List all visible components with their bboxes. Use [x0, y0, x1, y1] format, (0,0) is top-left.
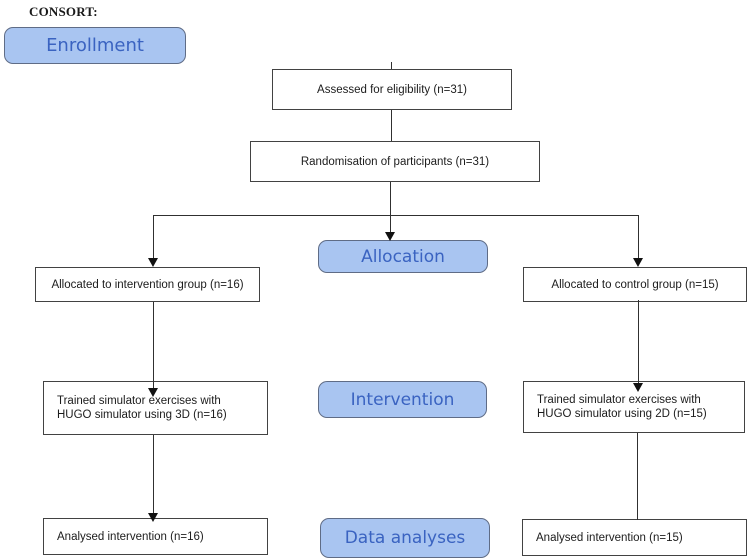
- arrowhead-into-trained-3d: [148, 388, 158, 397]
- stage-data-analyses: Data analyses: [320, 518, 490, 558]
- diagram-title: CONSORT:: [29, 4, 98, 19]
- stage-data-analyses-label: Data analyses: [344, 528, 466, 548]
- box-trained-3d-line1: Trained simulator exercises with: [57, 395, 221, 407]
- stage-enrollment: Enrollment: [4, 27, 186, 64]
- stage-intervention-label: Intervention: [350, 389, 455, 410]
- arrowhead-into-trained-2d: [633, 383, 643, 392]
- box-trained-2d-line2: HUGO simulator using 2D (n=15): [537, 408, 707, 420]
- connector-trained-3d-to-analysed: [153, 435, 154, 514]
- box-analysed-right-text: Analysed intervention (n=15): [536, 531, 683, 544]
- box-trained-3d-line2: HUGO simulator using 3D (n=16): [57, 409, 227, 421]
- stage-allocation: Allocation: [318, 240, 488, 273]
- box-assessed-eligibility: Assessed for eligibility (n=31): [272, 69, 512, 110]
- connector-randomisation-to-branch: [390, 182, 391, 216]
- box-analysed-right: Analysed intervention (n=15): [522, 519, 747, 556]
- connector-allocated-to-trained-2d: [638, 300, 639, 384]
- arrowhead-into-analysed-left: [148, 513, 158, 522]
- connector-branch-to-allocation: [390, 215, 391, 233]
- box-analysed-left: Analysed intervention (n=16): [43, 518, 268, 555]
- connector-trained-2d-to-analysed: [637, 433, 638, 520]
- stage-enrollment-label: Enrollment: [46, 35, 144, 56]
- connector-allocated-to-trained-3d: [153, 302, 154, 389]
- box-trained-2d-line1: Trained simulator exercises with: [537, 394, 701, 406]
- box-allocated-control-text: Allocated to control group (n=15): [551, 278, 719, 291]
- stage-allocation-label: Allocation: [361, 246, 445, 267]
- box-analysed-left-text: Analysed intervention (n=16): [57, 530, 204, 543]
- box-assessed-eligibility-text: Assessed for eligibility (n=31): [317, 83, 467, 96]
- connector-stub-above-assessed: [391, 62, 392, 69]
- box-allocated-intervention: Allocated to intervention group (n=16): [35, 267, 260, 302]
- box-randomisation-text: Randomisation of participants (n=31): [300, 155, 490, 168]
- arrowhead-into-allocated-intervention: [148, 258, 158, 267]
- connector-branch-to-allocated-control: [638, 215, 639, 259]
- box-randomisation: Randomisation of participants (n=31): [250, 141, 540, 182]
- connector-branch-horizontal: [153, 215, 639, 216]
- connector-assessed-to-randomisation: [391, 110, 392, 141]
- arrowhead-into-allocation: [385, 232, 395, 241]
- box-allocated-intervention-text: Allocated to intervention group (n=16): [51, 278, 244, 291]
- connector-branch-to-allocated-intervention: [153, 215, 154, 259]
- stage-intervention: Intervention: [318, 381, 487, 418]
- arrowhead-into-allocated-control: [633, 258, 643, 267]
- box-allocated-control: Allocated to control group (n=15): [523, 267, 747, 302]
